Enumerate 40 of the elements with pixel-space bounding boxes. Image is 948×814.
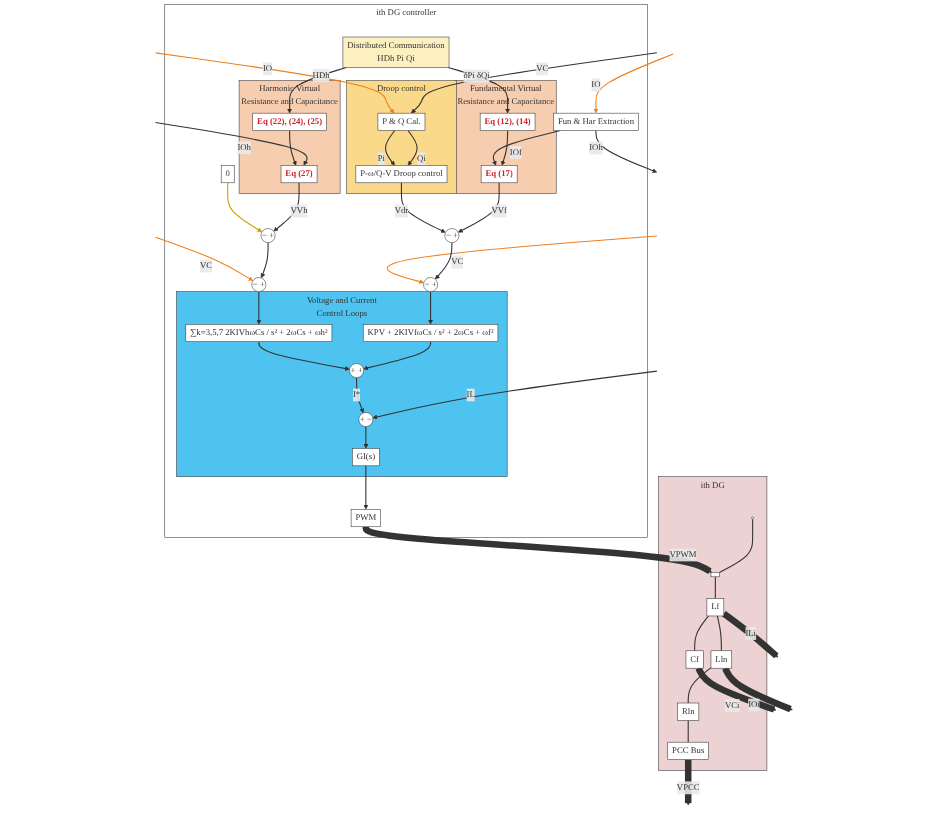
arrow xyxy=(407,130,418,166)
arrow xyxy=(593,53,674,114)
connector xyxy=(694,615,709,652)
arrow xyxy=(256,291,262,325)
connector xyxy=(718,518,754,573)
arrow xyxy=(721,610,779,659)
arrow xyxy=(400,182,446,233)
arrow xyxy=(362,525,712,575)
arrow xyxy=(435,242,453,280)
arrow xyxy=(428,291,433,325)
connector xyxy=(716,615,722,652)
arrow xyxy=(154,236,254,282)
arrow xyxy=(595,130,658,173)
arrow xyxy=(154,52,395,114)
arrow xyxy=(363,426,369,449)
arrow xyxy=(154,122,308,166)
arrow xyxy=(501,130,509,166)
arrow xyxy=(386,235,658,284)
arrow xyxy=(372,370,658,420)
connector xyxy=(687,719,689,743)
arrow xyxy=(287,66,347,114)
node-circle xyxy=(751,516,754,520)
connector xyxy=(714,576,716,600)
arrow xyxy=(411,52,658,114)
arrow xyxy=(289,130,297,166)
connector xyxy=(687,667,712,704)
arrow xyxy=(273,182,300,232)
arrow xyxy=(260,242,269,279)
node-box xyxy=(710,572,720,578)
arrow xyxy=(363,341,432,371)
arrow xyxy=(258,341,350,371)
arrow xyxy=(457,182,500,233)
arrow xyxy=(695,666,777,713)
arrow xyxy=(363,465,369,510)
arrow xyxy=(492,130,561,166)
arrow xyxy=(447,66,510,114)
arrow xyxy=(684,758,692,806)
arrow xyxy=(385,130,396,166)
arrow xyxy=(227,182,263,233)
arrow xyxy=(722,666,793,713)
